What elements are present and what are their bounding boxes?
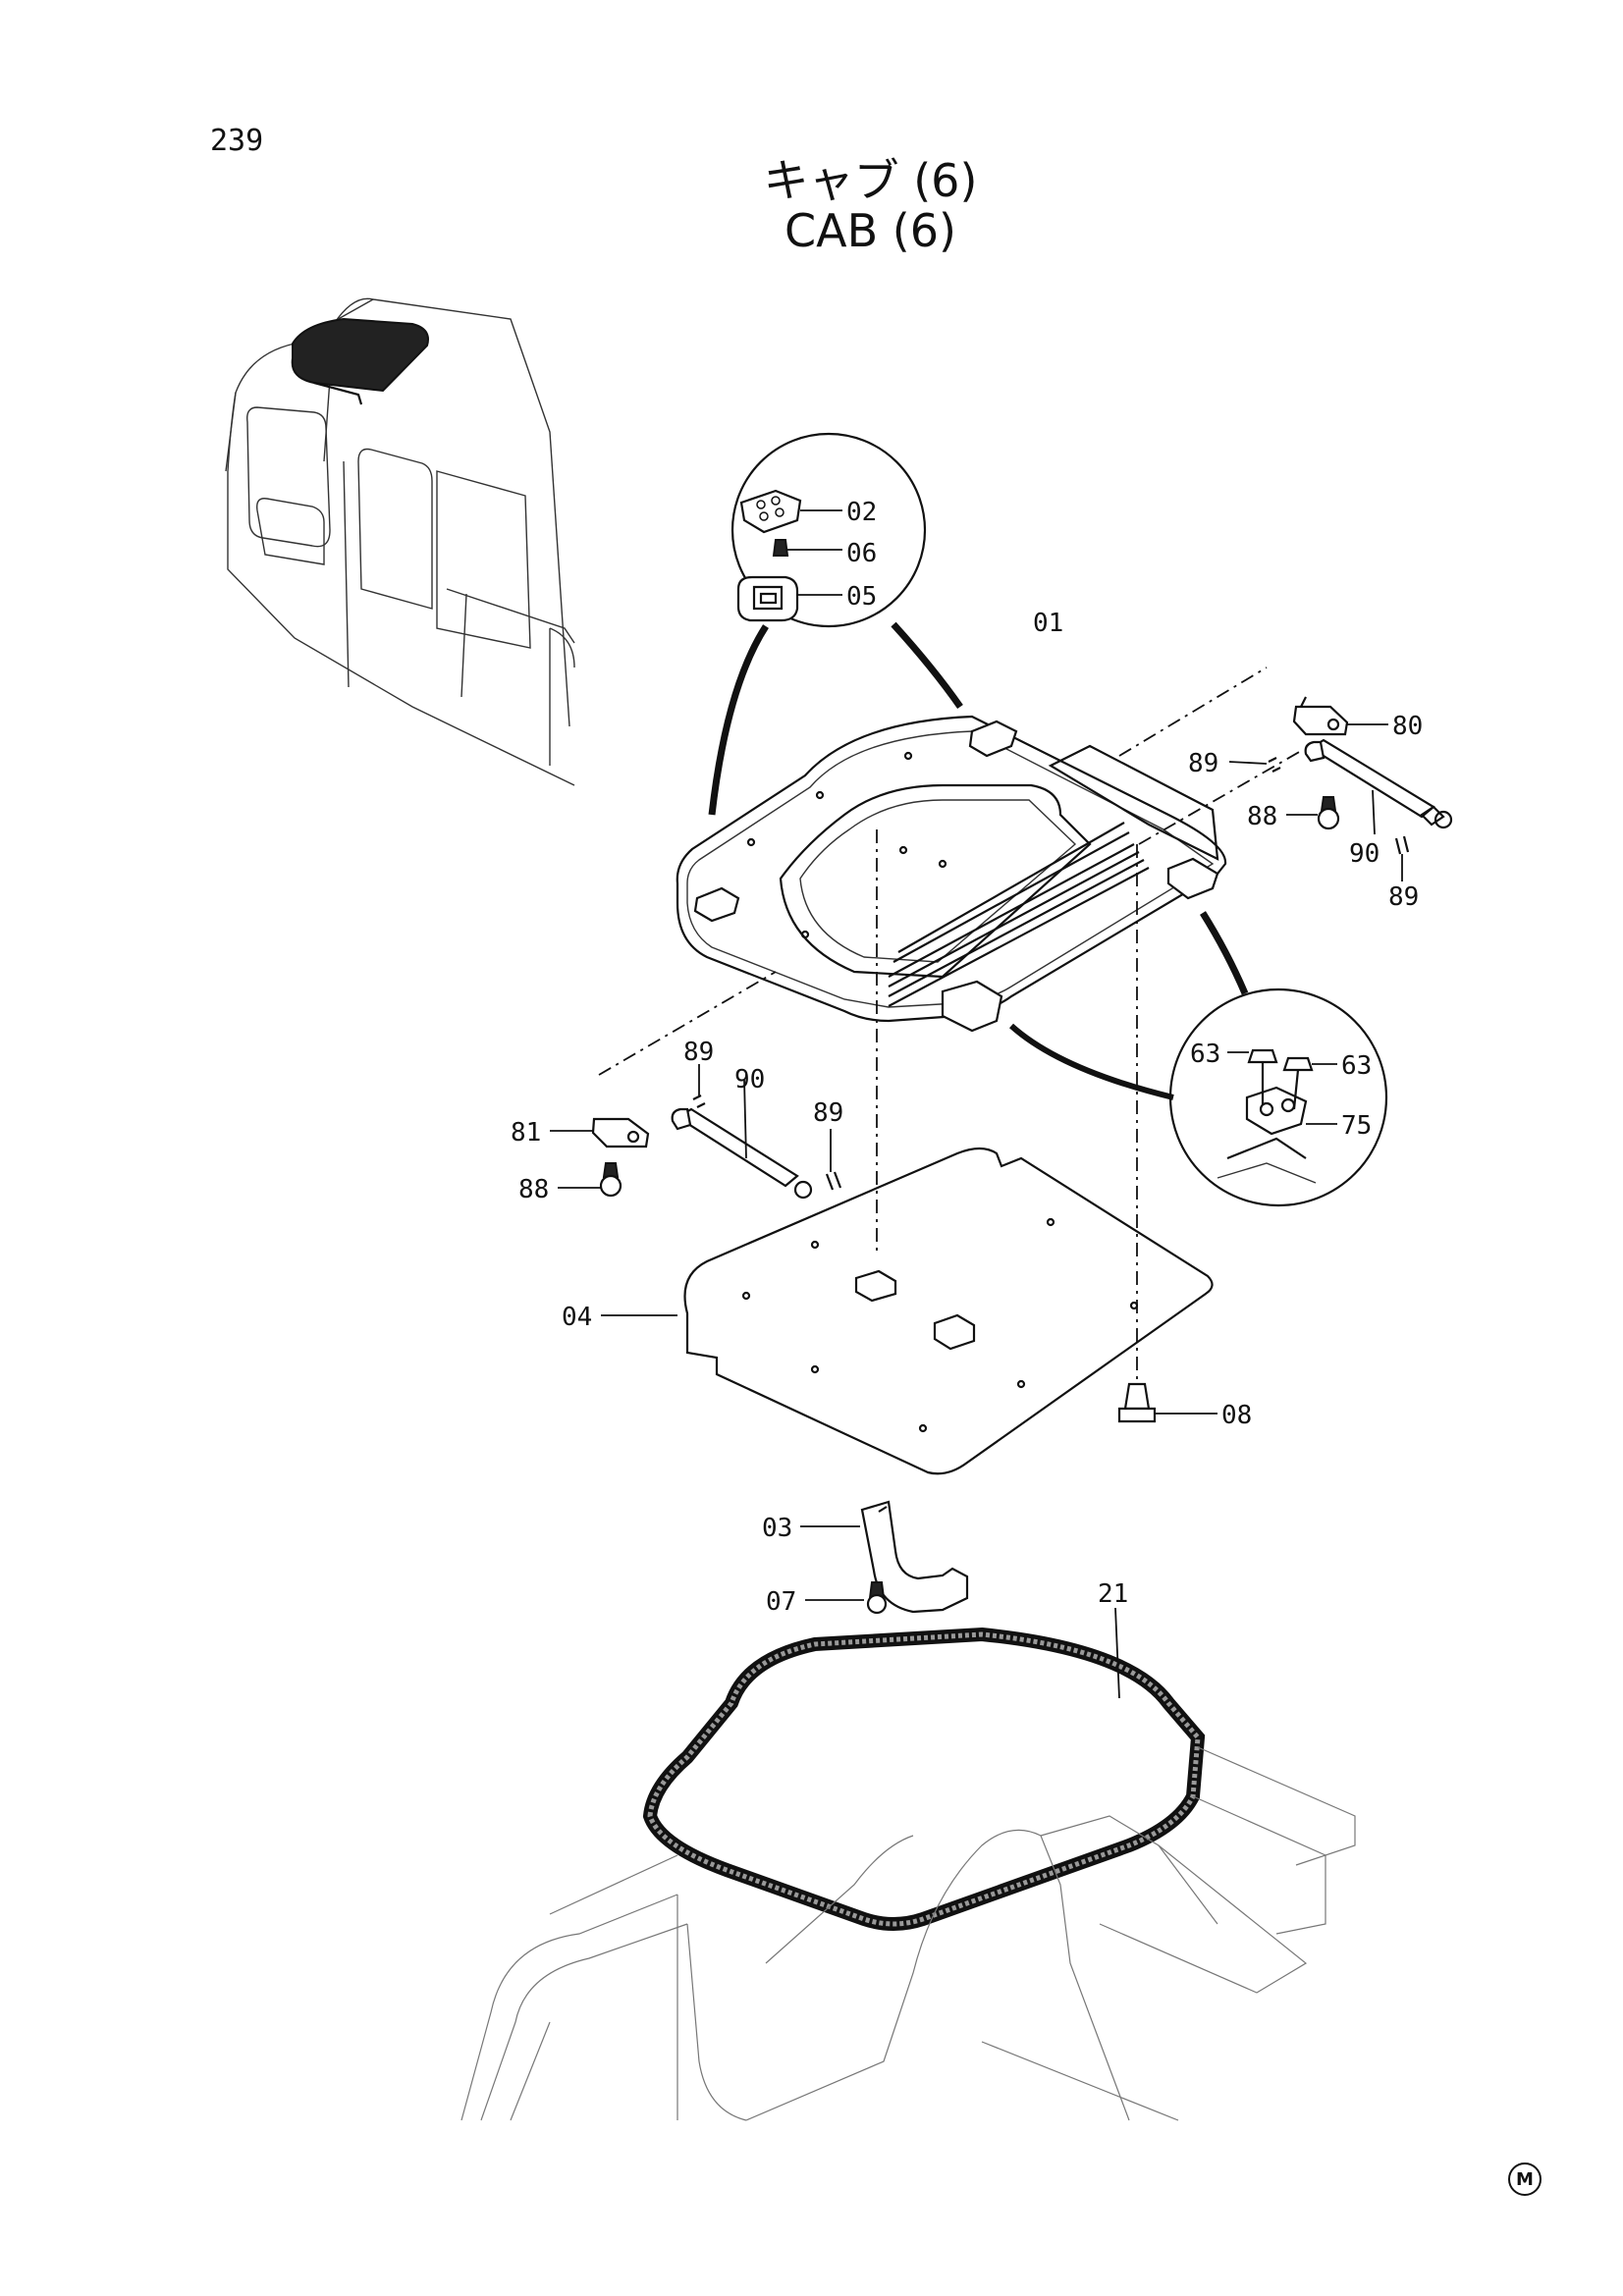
seal-21 <box>642 1607 1206 1931</box>
roof-hatch-panel <box>676 715 1227 1033</box>
manufacturer-mark: M <box>1508 2163 1542 2196</box>
cab-overview-illustration <box>225 297 575 786</box>
callout-90-upper: 90 <box>1349 839 1380 869</box>
inner-plate <box>601 1147 1214 1475</box>
callout-88-upper: 88 <box>1247 802 1277 831</box>
callout-90-lower: 90 <box>734 1065 765 1095</box>
callout-89-upper-right: 89 <box>1388 882 1419 912</box>
callout-05: 05 <box>846 582 877 612</box>
callout-63-left: 63 <box>1190 1040 1220 1069</box>
callout-21: 21 <box>1098 1579 1128 1609</box>
callout-80: 80 <box>1392 712 1423 741</box>
callout-08: 08 <box>1221 1401 1252 1430</box>
callout-04: 04 <box>562 1303 592 1332</box>
cab-roof-base <box>460 1746 1356 2121</box>
callout-75: 75 <box>1341 1111 1372 1141</box>
callout-06: 06 <box>846 539 877 568</box>
handle-03 <box>800 1500 969 1615</box>
callout-labels: 02 06 05 01 80 89 88 90 89 63 63 75 89 9… <box>511 498 1423 1617</box>
page-number: 239 <box>210 124 264 158</box>
title-japanese: キャブ (6) <box>763 154 978 207</box>
callout-03: 03 <box>762 1514 792 1543</box>
callout-02: 02 <box>846 498 877 527</box>
detail-circle-roof-knob <box>730 432 927 628</box>
callout-89-upper: 89 <box>1188 749 1218 778</box>
callout-07: 07 <box>766 1587 796 1617</box>
knob-08 <box>1117 1382 1217 1423</box>
callout-63-right: 63 <box>1341 1051 1372 1081</box>
title-english: CAB (6) <box>784 204 956 257</box>
callout-81: 81 <box>511 1118 541 1148</box>
gas-stay-upper-right <box>1228 696 1453 881</box>
callout-89-lower-right: 89 <box>813 1098 843 1128</box>
detail-circle-hinge <box>1168 988 1388 1207</box>
callout-88-lower: 88 <box>518 1175 549 1204</box>
callout-89-lower: 89 <box>683 1038 714 1067</box>
callout-01: 01 <box>1033 609 1063 638</box>
gas-stay-lower-left <box>550 1064 842 1200</box>
